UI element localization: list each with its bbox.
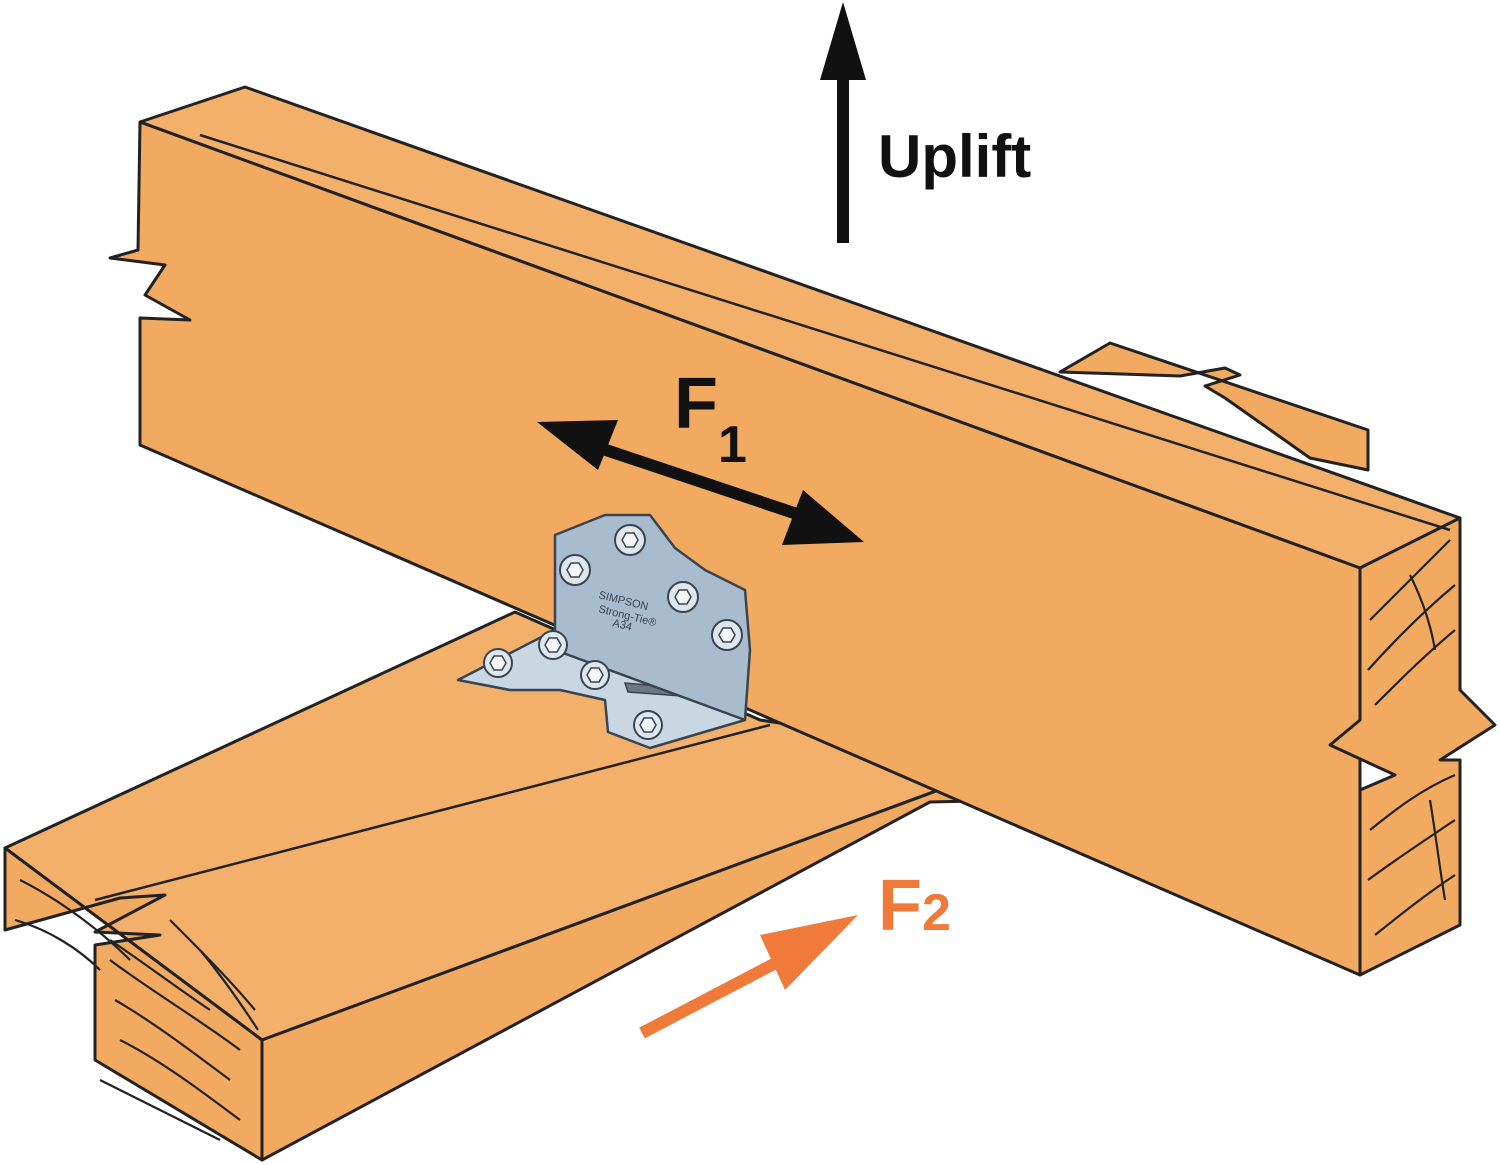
- lower-joist-edge: [94, 723, 771, 902]
- f2-force: F2: [639, 866, 951, 1039]
- a34-angle-connector: SIMPSON Strong-Tie® A34: [456, 513, 752, 750]
- f1-arrow-shaft: [598, 442, 802, 521]
- connector-stamp-line3: A34: [611, 617, 633, 633]
- lower-joist: [3, 341, 1370, 1162]
- uplift-force: Uplift: [820, 2, 1031, 243]
- lower-joist-far-top: [1058, 341, 1370, 472]
- lower-joist-end-grain: [3, 846, 264, 1162]
- f2-subscript: 2: [922, 884, 951, 942]
- f2-letter: F: [878, 866, 922, 946]
- f1-letter: F: [674, 364, 718, 444]
- f2-label: F2: [878, 866, 951, 946]
- screw-icon: [483, 648, 513, 678]
- screw-icon: [580, 660, 610, 690]
- connector-vertical-flange: [553, 513, 752, 722]
- uplift-label: Uplift: [878, 123, 1031, 190]
- upper-beam-grain-lines: [1367, 539, 1456, 936]
- lower-joist-grain-lines: [14, 879, 259, 1141]
- screw-icon: [711, 619, 743, 651]
- uplift-arrow-head-icon: [820, 2, 866, 80]
- f1-arrow-head-left-icon: [537, 420, 618, 470]
- screw-icon: [559, 554, 591, 586]
- connector-screws: [483, 524, 743, 740]
- upper-beam: [108, 85, 1497, 977]
- f1-force: F1: [537, 364, 864, 545]
- screw-icon: [614, 524, 646, 556]
- f1-arrow-head-right-icon: [782, 490, 864, 545]
- upper-beam-ridge: [139, 120, 1361, 570]
- uplift-arrow-shaft: [837, 78, 849, 243]
- screw-icon: [538, 630, 568, 660]
- f2-arrow-head-icon: [760, 915, 858, 990]
- upper-beam-face-line: [199, 133, 1451, 532]
- screw-icon: [633, 710, 663, 740]
- screw-icon: [667, 581, 699, 613]
- f1-subscript: 1: [718, 416, 747, 474]
- f1-label: F1: [674, 364, 747, 474]
